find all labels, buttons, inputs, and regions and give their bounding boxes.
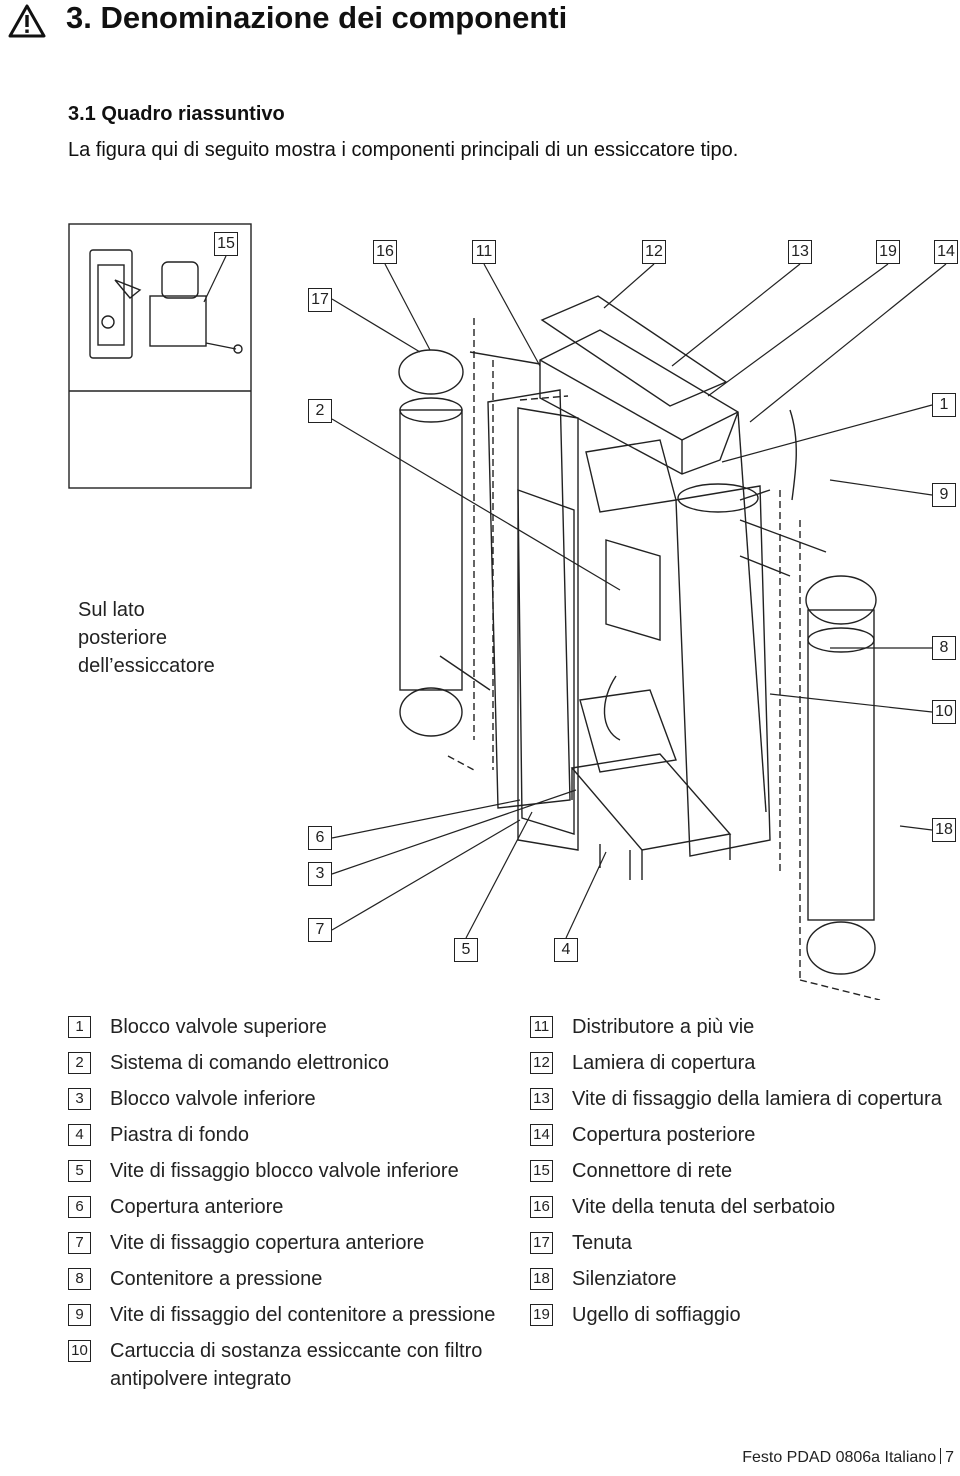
legend-item: 19 Ugello di soffiaggio (530, 1301, 960, 1329)
legend-item: 13 Vite di fissaggio della lamiera di cop… (530, 1085, 960, 1113)
callout-2: 2 (308, 399, 332, 423)
legend-item: 8 Contenitore a pressione (68, 1265, 498, 1293)
legend-text: Vite di fissaggio del contenitore a pres… (110, 1304, 496, 1326)
callout-3: 3 (308, 862, 332, 886)
exploded-view-figure: Sul lato posteriore dell’essiccatore (0, 200, 960, 1000)
legend-text: Contenitore a pressione (110, 1268, 323, 1290)
footer-doc-id: Festo PDAD 0806a Italiano (742, 1449, 937, 1466)
callout-1: 1 (932, 393, 956, 417)
inset-frame (68, 223, 252, 489)
legend-item: 10 Cartuccia di sostanza essiccante con f… (68, 1337, 498, 1393)
legend-item: 12 Lamiera di copertura (530, 1049, 960, 1077)
legend-number: 8 (68, 1268, 91, 1290)
legend-number: 9 (68, 1304, 91, 1326)
legend-number: 17 (530, 1232, 553, 1254)
legend-item: 14 Copertura posteriore (530, 1121, 960, 1149)
legend-text: Vite di fissaggio blocco valvole inferio… (110, 1160, 459, 1182)
legend-number: 11 (530, 1016, 553, 1038)
legend-number: 15 (530, 1160, 553, 1182)
legend-left: 1 Blocco valvole superiore 2 Sistema di co… (68, 1013, 498, 1401)
legend-number: 10 (68, 1340, 91, 1362)
legend-number: 18 (530, 1268, 553, 1290)
callout-15: 15 (214, 232, 238, 256)
legend-item: 11 Distributore a più vie (530, 1013, 960, 1041)
legend-text: Copertura posteriore (572, 1124, 756, 1146)
dryer-exploded-drawing (68, 223, 947, 1000)
legend-text: Tenuta (572, 1232, 633, 1254)
legend-item: 16 Vite della tenuta del serbatoio (530, 1193, 960, 1221)
legend-text: Lamiera di copertura (572, 1052, 756, 1074)
section-subtitle: 3.1 Quadro riassuntivo (68, 103, 285, 125)
legend-number: 1 (68, 1016, 91, 1038)
legend-item: 9 Vite di fissaggio del contenitore a pre… (68, 1301, 498, 1329)
legend-text: Piastra di fondo (110, 1124, 249, 1146)
legend-number: 6 (68, 1196, 91, 1218)
callout-8: 8 (932, 636, 956, 660)
legend-item: 18 Silenziatore (530, 1265, 960, 1293)
legend-right: 11 Distributore a più vie 12 Lamiera di co… (530, 1013, 960, 1337)
legend-text: Vite di fissaggio della lamiera di coper… (572, 1088, 942, 1110)
inset-caption-line: dell’essiccatore (78, 655, 215, 677)
callout-11: 11 (472, 240, 496, 264)
page-number: 7 (945, 1449, 954, 1466)
legend-item: 15 Connettore di rete (530, 1157, 960, 1185)
callout-16: 16 (373, 240, 397, 264)
legend-text: Sistema di comando elettronico (110, 1052, 390, 1074)
legend-text: Silenziatore (572, 1268, 677, 1290)
legend-number: 7 (68, 1232, 91, 1254)
legend-number: 14 (530, 1124, 553, 1146)
legend-text: Connettore di rete (572, 1160, 733, 1182)
legend-item: 4 Piastra di fondo (68, 1121, 498, 1149)
callout-7: 7 (308, 918, 332, 942)
callout-12: 12 (642, 240, 666, 264)
legend-item: 2 Sistema di comando elettronico (68, 1049, 498, 1077)
legend-text: Vite della tenuta del serbatoio (572, 1196, 836, 1218)
inset-caption-line: posteriore (78, 627, 167, 649)
legend-item: 6 Copertura anteriore (68, 1193, 498, 1221)
callout-13: 13 (788, 240, 812, 264)
legend-text: Distributore a più vie (572, 1016, 755, 1038)
legend-item: 7 Vite di fissaggio copertura anteriore (68, 1229, 498, 1257)
legend-number: 2 (68, 1052, 91, 1074)
legend-item: 17 Tenuta (530, 1229, 960, 1257)
legend-number: 4 (68, 1124, 91, 1146)
legend-item: 1 Blocco valvole superiore (68, 1013, 498, 1041)
legend-number: 12 (530, 1052, 553, 1074)
legend-number: 19 (530, 1304, 553, 1326)
legend-text: Copertura anteriore (110, 1196, 284, 1218)
legend-number: 3 (68, 1088, 91, 1110)
legend-item: 5 Vite di fissaggio blocco valvole inferi… (68, 1157, 498, 1185)
callout-17: 17 (308, 288, 332, 312)
legend-text: Vite di fissaggio copertura anteriore (110, 1232, 425, 1254)
inset-caption: Sul lato posteriore dell’essiccatore (78, 596, 248, 680)
page-footer: Festo PDAD 0806a Italiano 7 (742, 1448, 954, 1467)
callout-14: 14 (934, 240, 958, 264)
legend-text: Blocco valvole superiore (110, 1016, 327, 1038)
callout-4: 4 (554, 938, 578, 962)
warning-icon (8, 4, 46, 38)
legend-number: 13 (530, 1088, 553, 1110)
callout-5: 5 (454, 938, 478, 962)
legend-text: Blocco valvole inferiore (110, 1088, 316, 1110)
callout-9: 9 (932, 483, 956, 507)
section-intro: La figura qui di seguito mostra i compon… (68, 139, 739, 161)
inset-caption-line: Sul lato (78, 599, 145, 621)
page-header: 3. Denominazione dei componenti (0, 0, 960, 40)
callout-19: 19 (876, 240, 900, 264)
page-title: 3. Denominazione dei componenti (66, 0, 568, 35)
callout-10: 10 (932, 700, 956, 724)
callout-18: 18 (932, 818, 956, 842)
callout-6: 6 (308, 826, 332, 850)
legend-item: 3 Blocco valvole inferiore (68, 1085, 498, 1113)
legend-number: 16 (530, 1196, 553, 1218)
legend-number: 5 (68, 1160, 91, 1182)
legend-text: Cartuccia di sostanza essiccante con fil… (110, 1340, 483, 1390)
footer-separator (940, 1448, 942, 1464)
legend-text: Ugello di soffiaggio (572, 1304, 741, 1326)
